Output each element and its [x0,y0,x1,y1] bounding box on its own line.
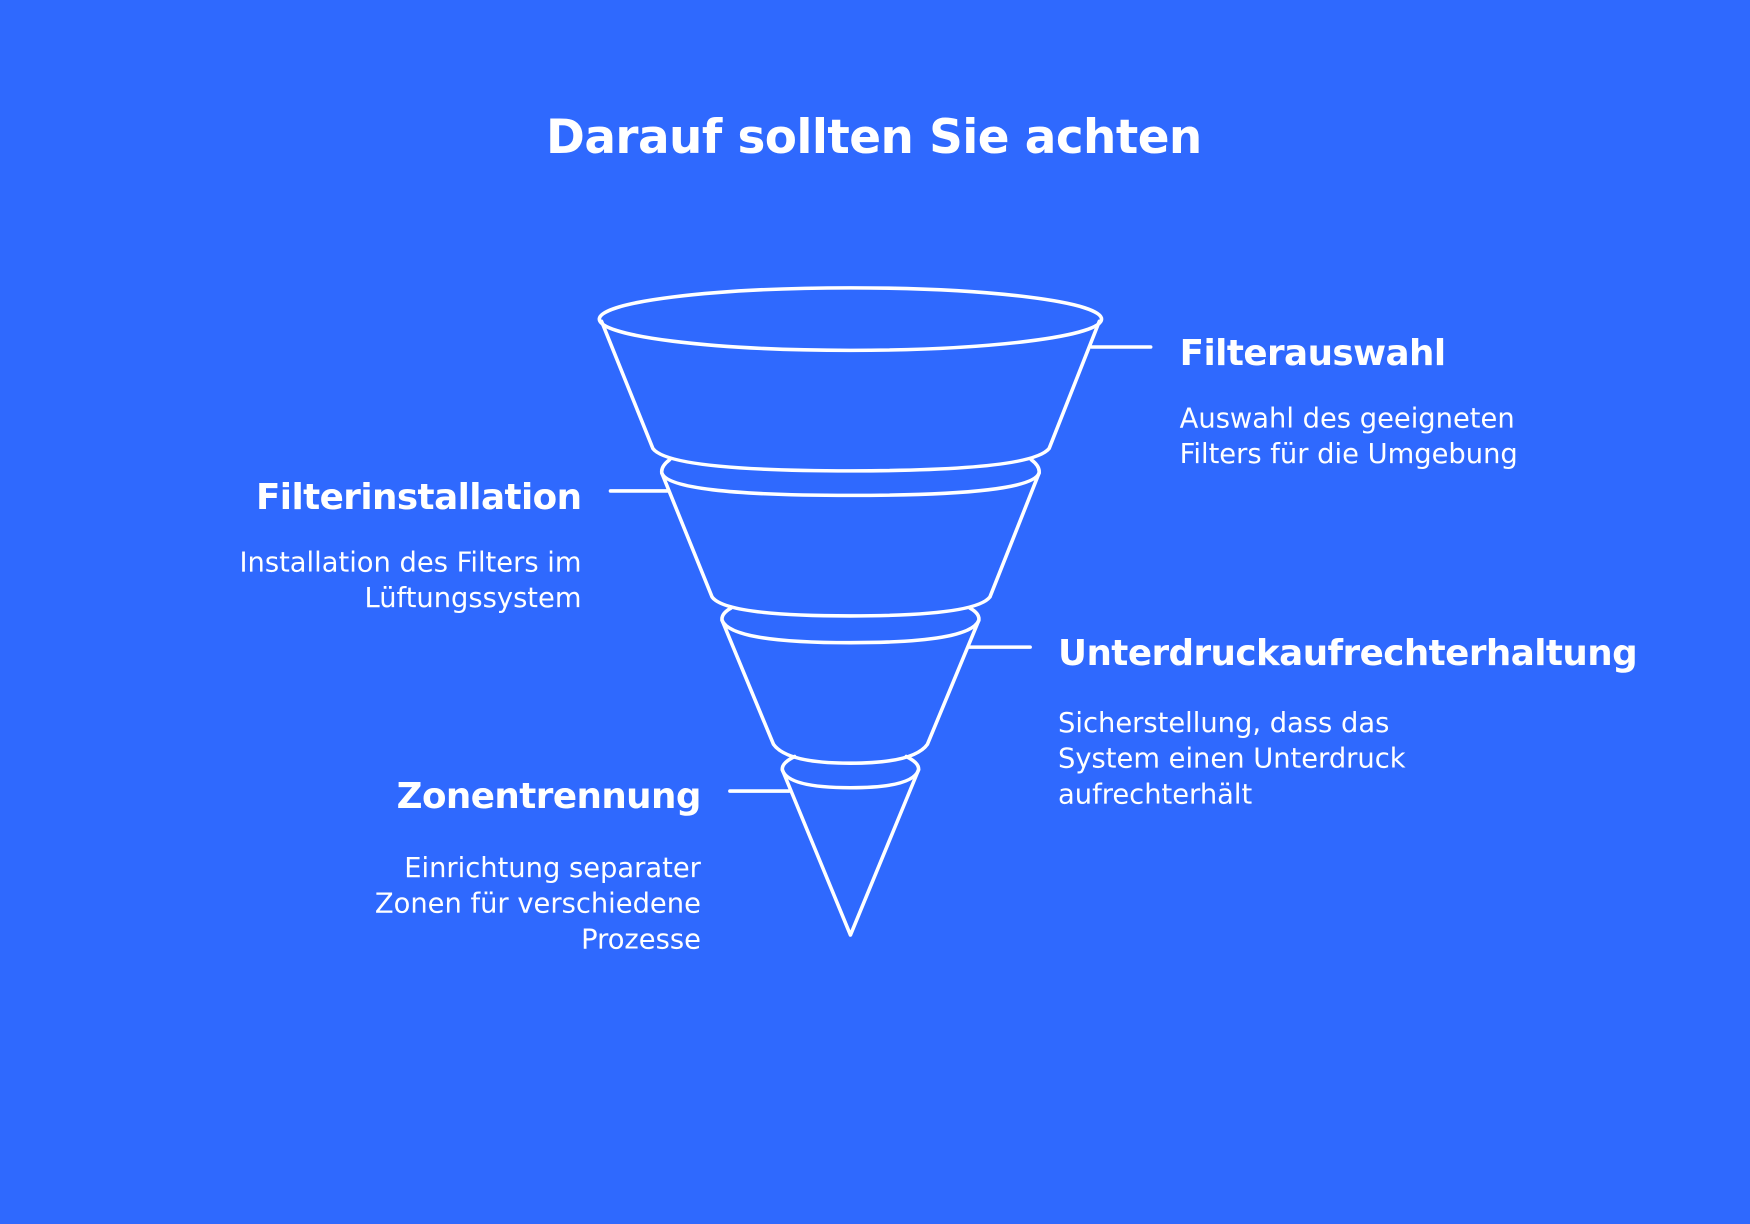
stage-heading: Unterdruckaufrechterhaltung [1058,633,1637,674]
page-title: Darauf sollten Sie achten [546,111,1202,165]
connector-lines [608,345,1153,793]
stage-description-line: Installation des Filters im [239,547,581,578]
stage-label-filterinstallation: Filterinstallation Installation des Filt… [239,477,582,614]
stage-description-line: Prozesse [581,924,701,955]
funnel-segment-4 [780,754,921,937]
stage-description-line: Lüftungssystem [364,583,581,614]
stage-description-line: Zonen für verschiedene [375,889,701,920]
stage-heading: Zonentrennung [397,776,701,817]
stage-description-line: Einrichtung separater [404,853,701,884]
stage-label-filterauswahl: Filterauswahl Auswahl des geeigneten Fil… [1180,333,1518,470]
stage-description-line: Auswahl des geeigneten [1180,403,1515,434]
funnel [597,286,1104,937]
stage-description-line: Filters für die Umgebung [1180,439,1518,470]
funnel-segment-3 [720,606,981,765]
stage-label-unterdruck: Unterdruckaufrechterhaltung Sicherstellu… [1058,633,1638,810]
stage-heading: Filterauswahl [1180,333,1446,374]
funnel-segment-2 [659,457,1041,618]
funnel-segment-1 [597,286,1104,473]
stage-description-line: Sicherstellung, dass das [1058,708,1389,739]
stage-description-line: aufrechterhält [1058,779,1252,810]
stage-heading: Filterinstallation [256,477,581,518]
stage-description-line: System einen Unterdruck [1058,744,1406,775]
stage-label-zonentrennung: Zonentrennung Einrichtung separater Zone… [375,776,702,956]
